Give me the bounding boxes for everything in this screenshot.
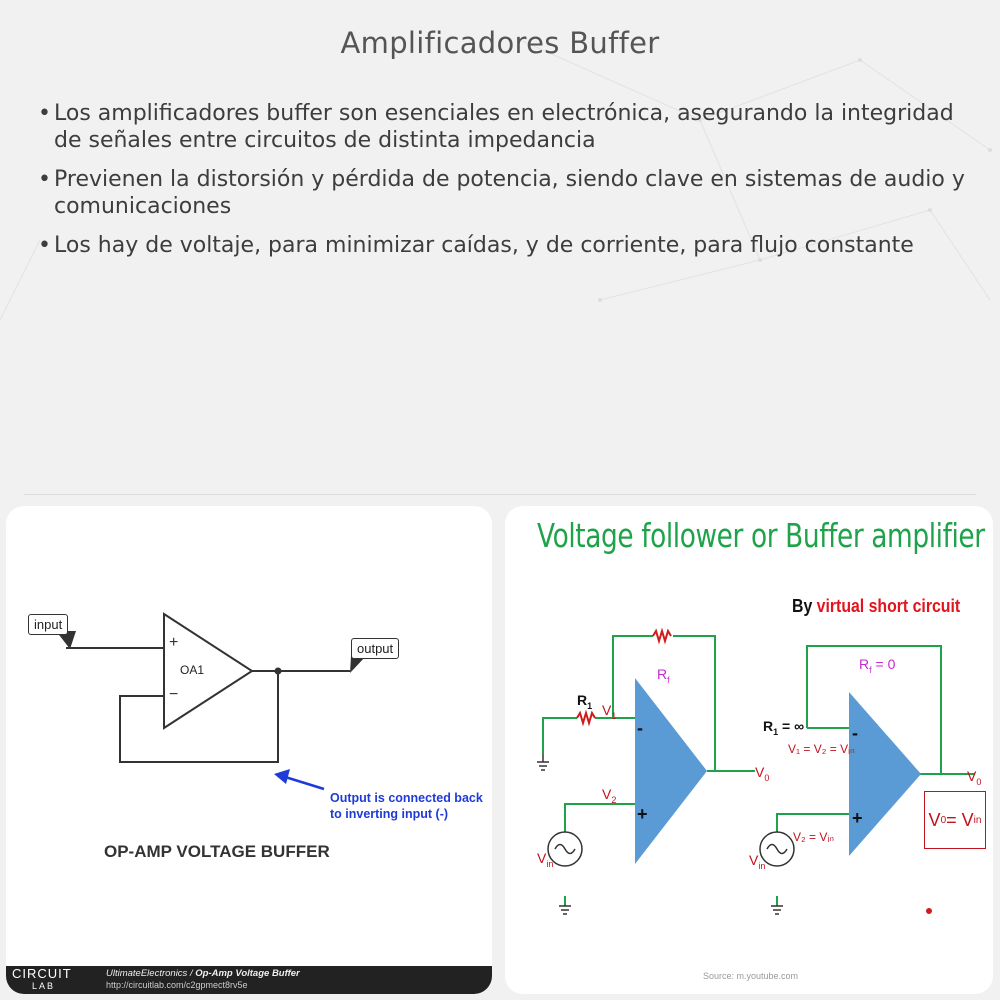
circuitlab-logo: CIRCUIT LAB bbox=[12, 966, 72, 992]
v2-label: V2 bbox=[602, 786, 617, 805]
footer-doc-title: Op-Amp Voltage Buffer bbox=[195, 968, 300, 979]
output-tag-pointer bbox=[350, 656, 366, 673]
stray-dot bbox=[926, 908, 932, 914]
v1-label: V1 bbox=[602, 702, 617, 721]
opamp-triangle-right bbox=[849, 692, 921, 856]
rf-label: Rf bbox=[657, 666, 670, 685]
figure-caption: OP-AMP VOLTAGE BUFFER bbox=[104, 842, 330, 861]
voltage-follower-figure: Voltage follower or Buffer amplifier By … bbox=[505, 506, 993, 994]
v-chain-label: V₁ = V₂ = Vᵢₙ bbox=[788, 742, 855, 756]
logo-text: CIRCUIT bbox=[12, 966, 72, 981]
opamp-triangle-symbol bbox=[163, 612, 254, 730]
opamp-minus-sign: − bbox=[169, 686, 179, 703]
left-circuit-wires bbox=[542, 635, 755, 906]
resistor-icon bbox=[576, 627, 672, 727]
bullet-text: Los amplificadores buffer son esenciales… bbox=[54, 101, 954, 153]
ground-icon bbox=[537, 754, 571, 915]
logo-text: LAB bbox=[32, 981, 56, 991]
opamp-name-label: OA1 bbox=[180, 663, 205, 677]
r1-label: R1 bbox=[577, 692, 593, 711]
junction-dot bbox=[274, 667, 282, 675]
circuitlab-footer: CIRCUIT LAB UltimateElectronics / Op-Amp… bbox=[6, 966, 492, 994]
bullet-text: Previenen la distorsión y pérdida de pot… bbox=[54, 167, 965, 219]
footer-url: http://circuitlab.com/c2gpmect8rv5e bbox=[106, 980, 248, 990]
opamp-minus-sign: - bbox=[852, 723, 858, 743]
ground-icon bbox=[771, 905, 783, 915]
page-title: Amplificadores Buffer bbox=[340, 26, 660, 60]
background-network-decoration bbox=[0, 39, 992, 321]
footer-title: UltimateElectronics / Op-Amp Voltage Buf… bbox=[106, 968, 300, 979]
vo-label: V0 bbox=[755, 764, 770, 783]
opamp-triangle-left bbox=[635, 678, 707, 864]
vo-label: V0 bbox=[967, 768, 982, 787]
output-label-tag: output bbox=[351, 638, 400, 659]
bullet-dot: • bbox=[38, 167, 51, 192]
feedback-note: Output is connected back to inverting in… bbox=[330, 790, 492, 822]
r1-infinite-label: R1 = ∞ bbox=[763, 718, 805, 737]
section-divider bbox=[24, 494, 976, 495]
vin-label: Vin bbox=[537, 850, 554, 869]
image-source: Source: m.youtube.com bbox=[703, 971, 799, 981]
ac-source-icon bbox=[547, 831, 583, 867]
arrow-icon bbox=[274, 769, 325, 791]
rf-zero-label: Rf = 0 bbox=[859, 656, 896, 675]
opamp-plus-sign: + bbox=[169, 634, 179, 651]
bullet-item: • Los amplificadores buffer son esencial… bbox=[38, 100, 968, 154]
input-tag-pointer bbox=[56, 631, 76, 649]
vin-label: Vin bbox=[749, 852, 766, 871]
voltage-follower-schematics bbox=[537, 627, 975, 915]
opamp-buffer-schematic bbox=[56, 612, 366, 791]
feedback-note-line: to inverting input (-) bbox=[330, 807, 449, 821]
opamp-minus-sign: - bbox=[637, 718, 643, 738]
bullet-dot: • bbox=[38, 101, 51, 126]
input-label-tag: input bbox=[28, 614, 69, 635]
bullet-item: • Previenen la distorsión y pérdida de p… bbox=[38, 166, 968, 220]
opamp-plus-sign: + bbox=[852, 808, 863, 828]
bullet-dot: • bbox=[38, 233, 51, 258]
ac-source-icon bbox=[759, 831, 795, 867]
v2-eq-label: V₂ = Vᵢₙ bbox=[793, 830, 835, 844]
subtitle-highlight: virtual short circuit bbox=[816, 596, 961, 616]
opamp-plus-sign: + bbox=[637, 804, 648, 824]
feedback-note-line: Output is connected back bbox=[330, 791, 483, 805]
subtitle-prefix: By bbox=[792, 596, 813, 616]
footer-author: UltimateElectronics / bbox=[106, 968, 193, 979]
bullet-list: • Los amplificadores buffer son esencial… bbox=[38, 100, 968, 271]
bullet-text: Los hay de voltaje, para minimizar caída… bbox=[54, 233, 914, 258]
figure-subtitle: By virtual short circuit bbox=[792, 596, 960, 617]
feedback-wire bbox=[119, 671, 279, 763]
bullet-item: • Los hay de voltaje, para minimizar caí… bbox=[38, 232, 968, 259]
opamp-buffer-figure: input output + − OA1 Output is connected… bbox=[6, 506, 492, 994]
